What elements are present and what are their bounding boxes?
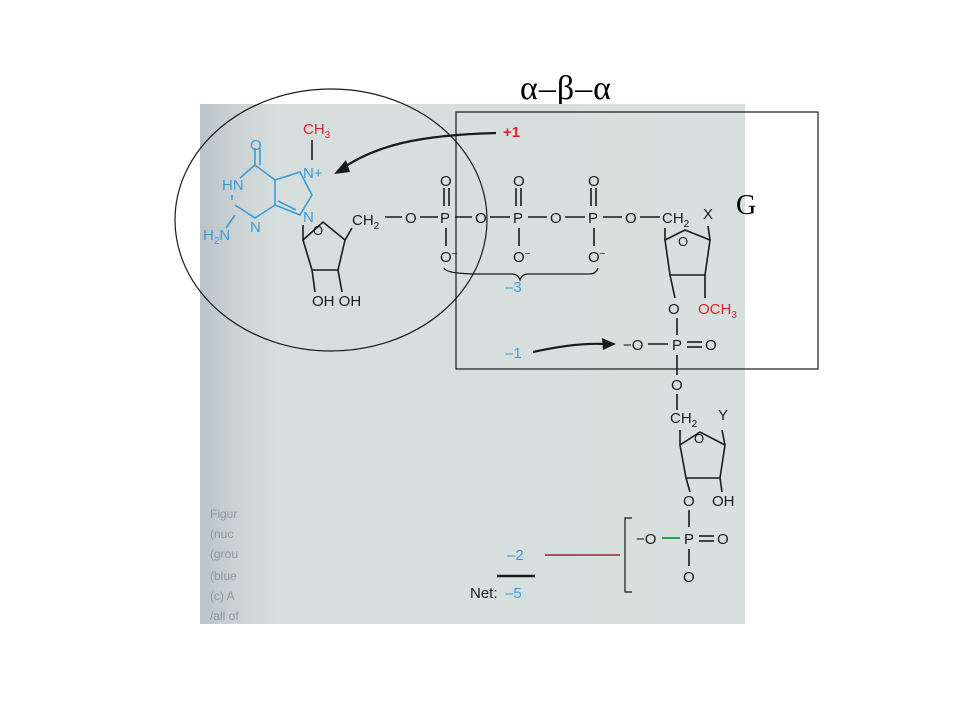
svg-text:O: O [705, 337, 717, 354]
ribose-oh: OH [712, 493, 735, 510]
svg-text:O: O [668, 301, 680, 318]
svg-text:O: O [683, 493, 695, 510]
svg-text:−O: −O [623, 337, 643, 354]
n3-atom: N [250, 219, 261, 236]
svg-text:O: O [440, 173, 452, 190]
figure-caption-fragments: Figur (nuc (grou (blue (c) A /all of [210, 507, 239, 623]
guanosine-highlight-ellipse [174, 88, 488, 352]
second-ribose: CH2 X O O OCH3 [662, 206, 737, 335]
svg-text:P: P [588, 210, 598, 227]
svg-text:P: P [672, 337, 682, 354]
svg-text:CH2: CH2 [662, 210, 690, 230]
terminal-phosphate: −O P O O –2 [507, 517, 729, 593]
carbonyl-oxygen: O [250, 137, 262, 154]
substituent-y: Y [718, 407, 728, 424]
svg-text:P: P [440, 210, 450, 227]
svg-text:O: O [550, 210, 562, 227]
svg-text:O: O [671, 377, 683, 394]
amine-group: H2N [203, 227, 230, 247]
caption-fragment: (nuc [210, 527, 233, 541]
n9-atom: N [303, 209, 314, 226]
svg-text:CH2: CH2 [670, 410, 698, 430]
region-label: G [736, 190, 757, 221]
svg-text:O: O [513, 173, 525, 190]
charge-phosphodiester-1: –1 [505, 345, 522, 362]
methoxy-group: OCH3 [698, 301, 737, 321]
net-label: Net: [470, 585, 498, 602]
charge-plus-one: +1 [503, 124, 520, 141]
first-ribose: O OH OH [302, 220, 361, 310]
caption-fragment: (c) A [210, 589, 235, 603]
svg-text:O: O [405, 210, 417, 227]
svg-text:P: P [684, 531, 694, 548]
slide-title: α–β–α [520, 70, 612, 107]
svg-text:O: O [683, 569, 695, 586]
svg-text:O: O [694, 431, 704, 446]
svg-text:O: O [717, 531, 729, 548]
caption-fragment: (blue [210, 569, 237, 583]
charge-triphosphate: –3 [505, 279, 522, 296]
svg-text:P: P [513, 210, 523, 227]
first-phosphodiester: −O P O O –1 [505, 337, 717, 410]
guanine-base: O HN H2N N N+ N [203, 137, 323, 247]
svg-text:O: O [313, 223, 323, 238]
third-ribose: CH2 Y O O OH [670, 407, 735, 527]
figure-panel [200, 104, 745, 624]
svg-text:O: O [475, 210, 487, 227]
net-charge: Net: –5 [470, 574, 535, 602]
highlight-box [455, 111, 819, 370]
caption-fragment: /all of [210, 609, 239, 623]
n7-atom: N+ [303, 165, 323, 182]
imine-nh: HN [222, 177, 244, 194]
svg-text:O: O [678, 234, 688, 249]
net-value: –5 [505, 585, 522, 602]
methyl-group: CH3 [303, 121, 331, 141]
ribose-hydroxyls: OH OH [312, 293, 361, 310]
caption-fragment: Figur [210, 507, 237, 521]
substituent-x: X [703, 206, 713, 223]
caption-fragment: (grou [210, 547, 238, 561]
svg-text:O: O [625, 210, 637, 227]
charge-phosphodiester-2: –2 [507, 547, 524, 564]
triphosphate-bridge: CH2 O P O O− O P O O− O P O [352, 173, 660, 296]
svg-text:−O: −O [636, 531, 656, 548]
svg-text:O: O [588, 173, 600, 190]
svg-text:CH2: CH2 [352, 212, 380, 232]
